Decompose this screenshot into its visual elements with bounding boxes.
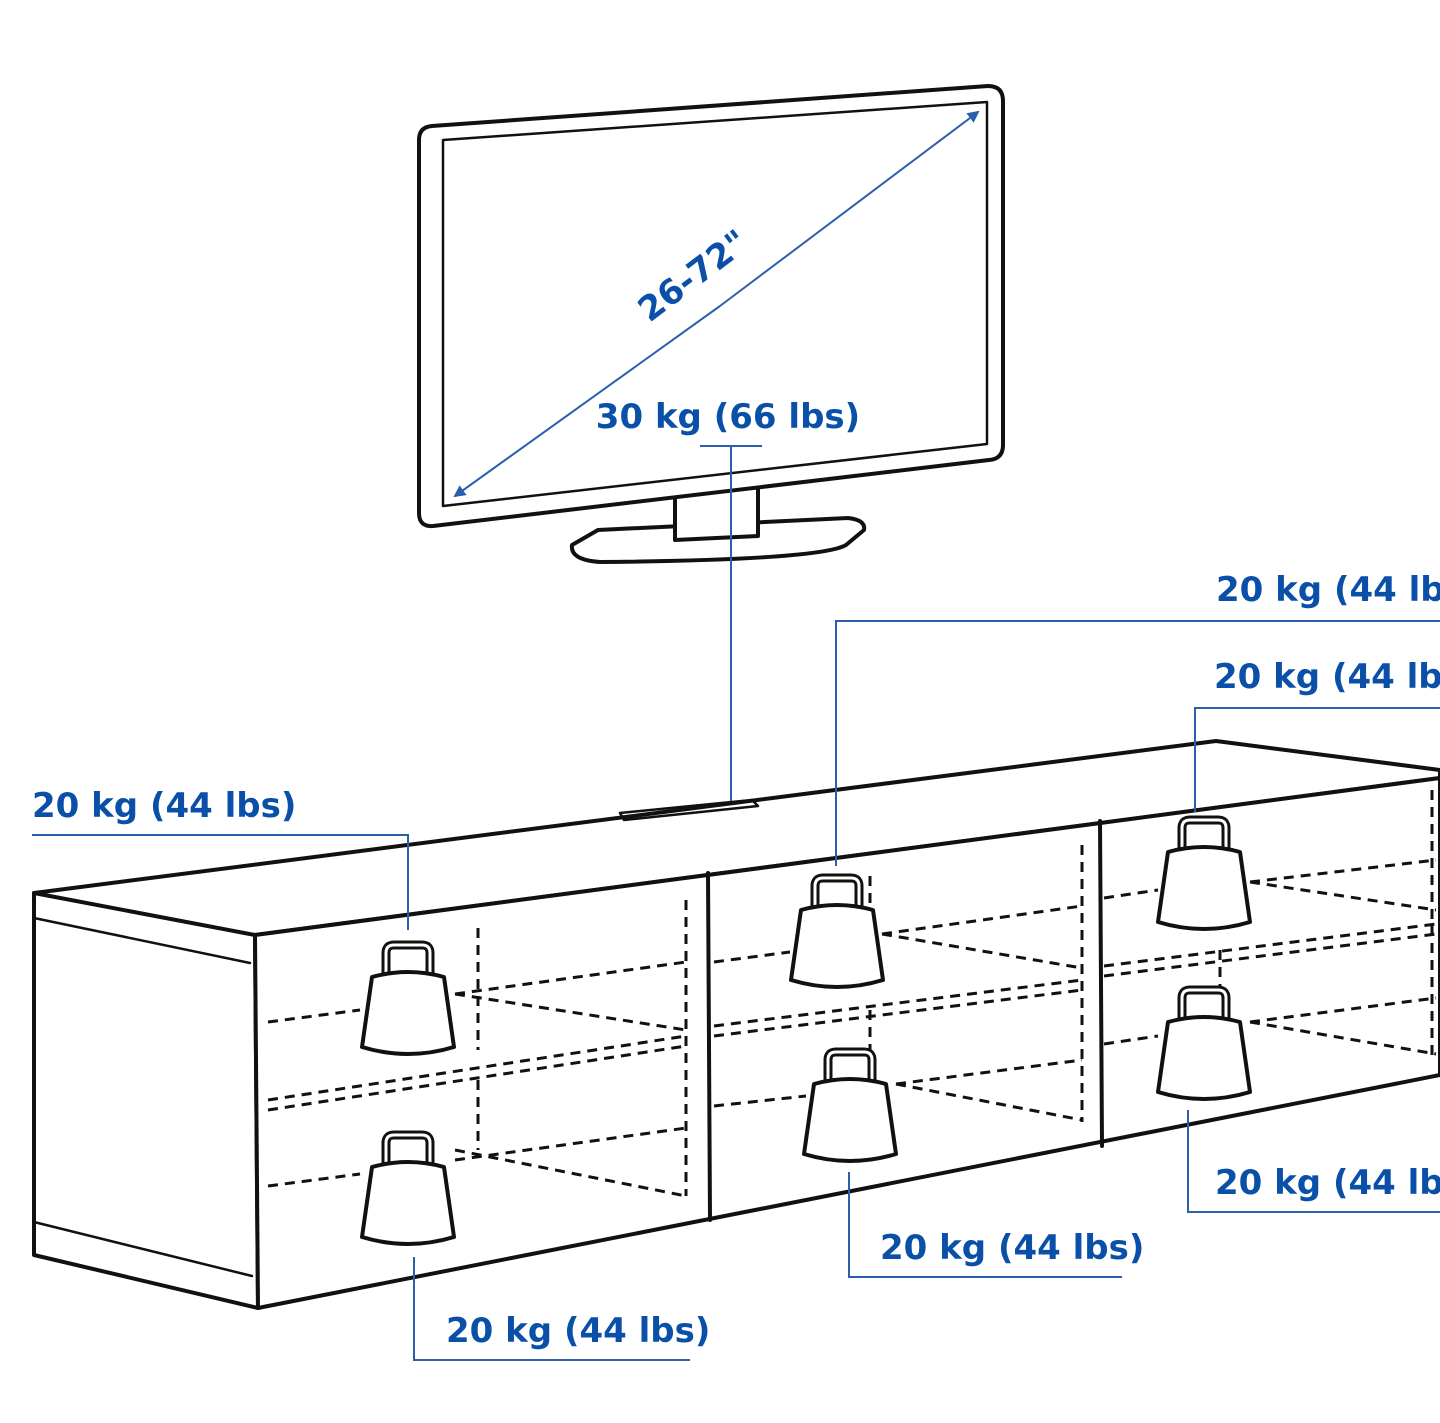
load-label: 20 kg (44 lbs) [880,1228,1144,1268]
load-label: 20 kg (44 lbs) [32,786,296,826]
load-callout-right-top: 20 kg (44 lbs) [1194,657,1440,812]
load-label: 20 kg (44 lbs) [1216,570,1440,610]
tv-screen [441,100,989,508]
bench-side-panel [32,891,260,1310]
load-label: 20 kg (44 lbs) [1215,1163,1440,1203]
cable-opening [618,798,760,822]
load-callout-right-bottom: 20 kg (44 lbs) [1187,1110,1440,1213]
door-divider-1 [706,871,712,1222]
load-label: 20 kg (44 lbs) [1214,657,1440,697]
tv: 26-72" 30 kg (66 lbs) [417,84,1005,838]
load-callout-left-bottom: 20 kg (44 lbs) [413,1257,710,1361]
bench-front-face [253,776,1440,1310]
screen-diagonal-arrow [719,110,980,307]
tv-weight-label: 30 kg (66 lbs) [596,397,860,437]
tv-bench [32,739,1440,1310]
load-callout-middle-bottom: 20 kg (44 lbs) [848,1172,1144,1278]
tv-stand-base [569,516,867,564]
load-callout-left-top: 20 kg (44 lbs) [32,786,409,930]
load-callout-middle-top: 20 kg (44 lbs) [835,570,1440,866]
door-divider-2 [1098,819,1104,1148]
load-label: 20 kg (44 lbs) [446,1311,710,1351]
